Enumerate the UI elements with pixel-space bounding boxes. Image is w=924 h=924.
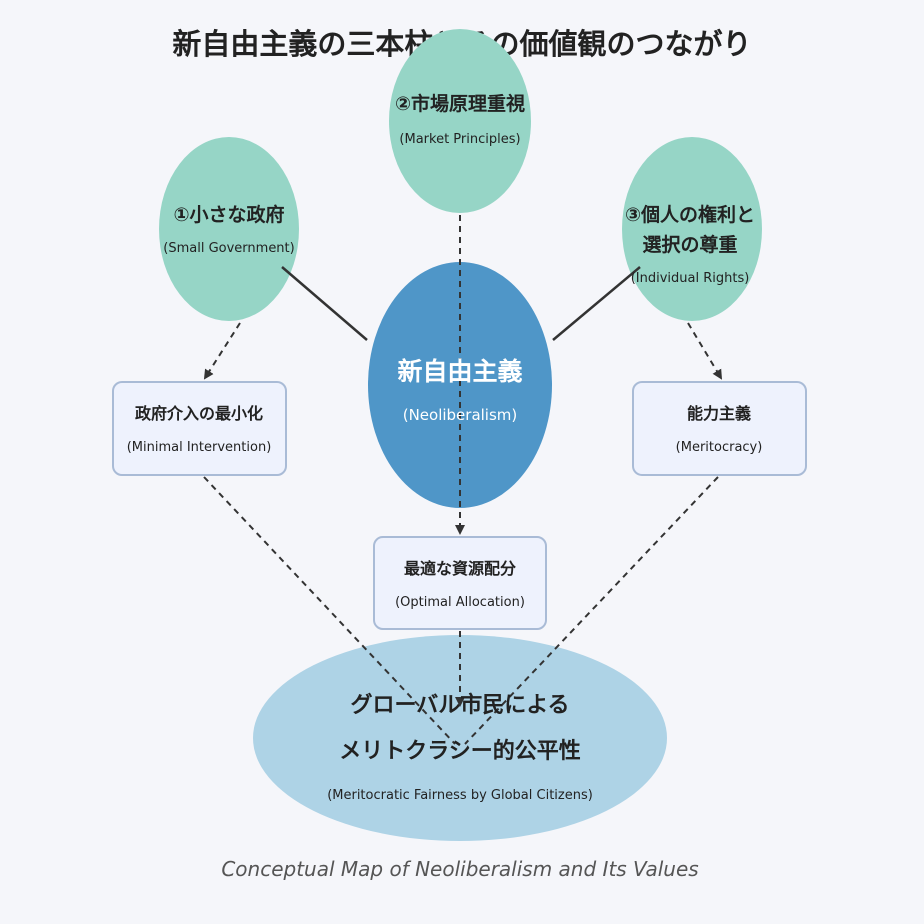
value-optimal-allocation-label: 最適な資源配分 — [404, 559, 516, 578]
pillar-small-government — [159, 137, 299, 321]
pillar-market-principles-label: ②市場原理重視 — [395, 92, 525, 115]
value-minimal-intervention-sublabel: (Minimal Intervention) — [127, 440, 272, 455]
diagram-caption: Conceptual Map of Neoliberalism and Its … — [221, 857, 698, 881]
result-label-line2: メリトクラシー的公平性 — [339, 738, 581, 764]
value-meritocracy-sublabel: (Meritocracy) — [676, 440, 763, 455]
pillar-small-government-label: ①小さな政府 — [173, 203, 284, 226]
pillar-market-principles — [389, 29, 531, 213]
pillar-market-principles-sublabel: (Market Principles) — [399, 132, 520, 147]
result-sublabel: (Meritocratic Fairness by Global Citizen… — [327, 788, 593, 803]
pillar-individual-rights — [622, 137, 762, 321]
center-sublabel: (Neoliberalism) — [403, 406, 518, 424]
value-optimal-allocation-sublabel: (Optimal Allocation) — [395, 595, 525, 610]
result-node — [253, 635, 667, 841]
value-box-minimal-intervention — [112, 381, 287, 476]
pillar-individual-rights-label-line1: ③個人の権利と — [625, 203, 755, 226]
pillar-individual-rights-label-line2: 選択の尊重 — [642, 233, 737, 256]
value-minimal-intervention-label: 政府介入の最小化 — [135, 404, 263, 423]
value-box-optimal-allocation — [373, 536, 547, 630]
connector-individual-rights-center — [552, 266, 641, 341]
connector-small-government-center — [281, 266, 368, 341]
center-label: 新自由主義 — [397, 357, 522, 386]
result-label-line1: グローバル市民による — [350, 692, 569, 718]
value-meritocracy-label: 能力主義 — [687, 404, 751, 423]
pillar-small-government-sublabel: (Small Government) — [163, 241, 294, 256]
pillar-individual-rights-sublabel: (Individual Rights) — [631, 271, 750, 286]
value-box-meritocracy — [632, 381, 807, 476]
